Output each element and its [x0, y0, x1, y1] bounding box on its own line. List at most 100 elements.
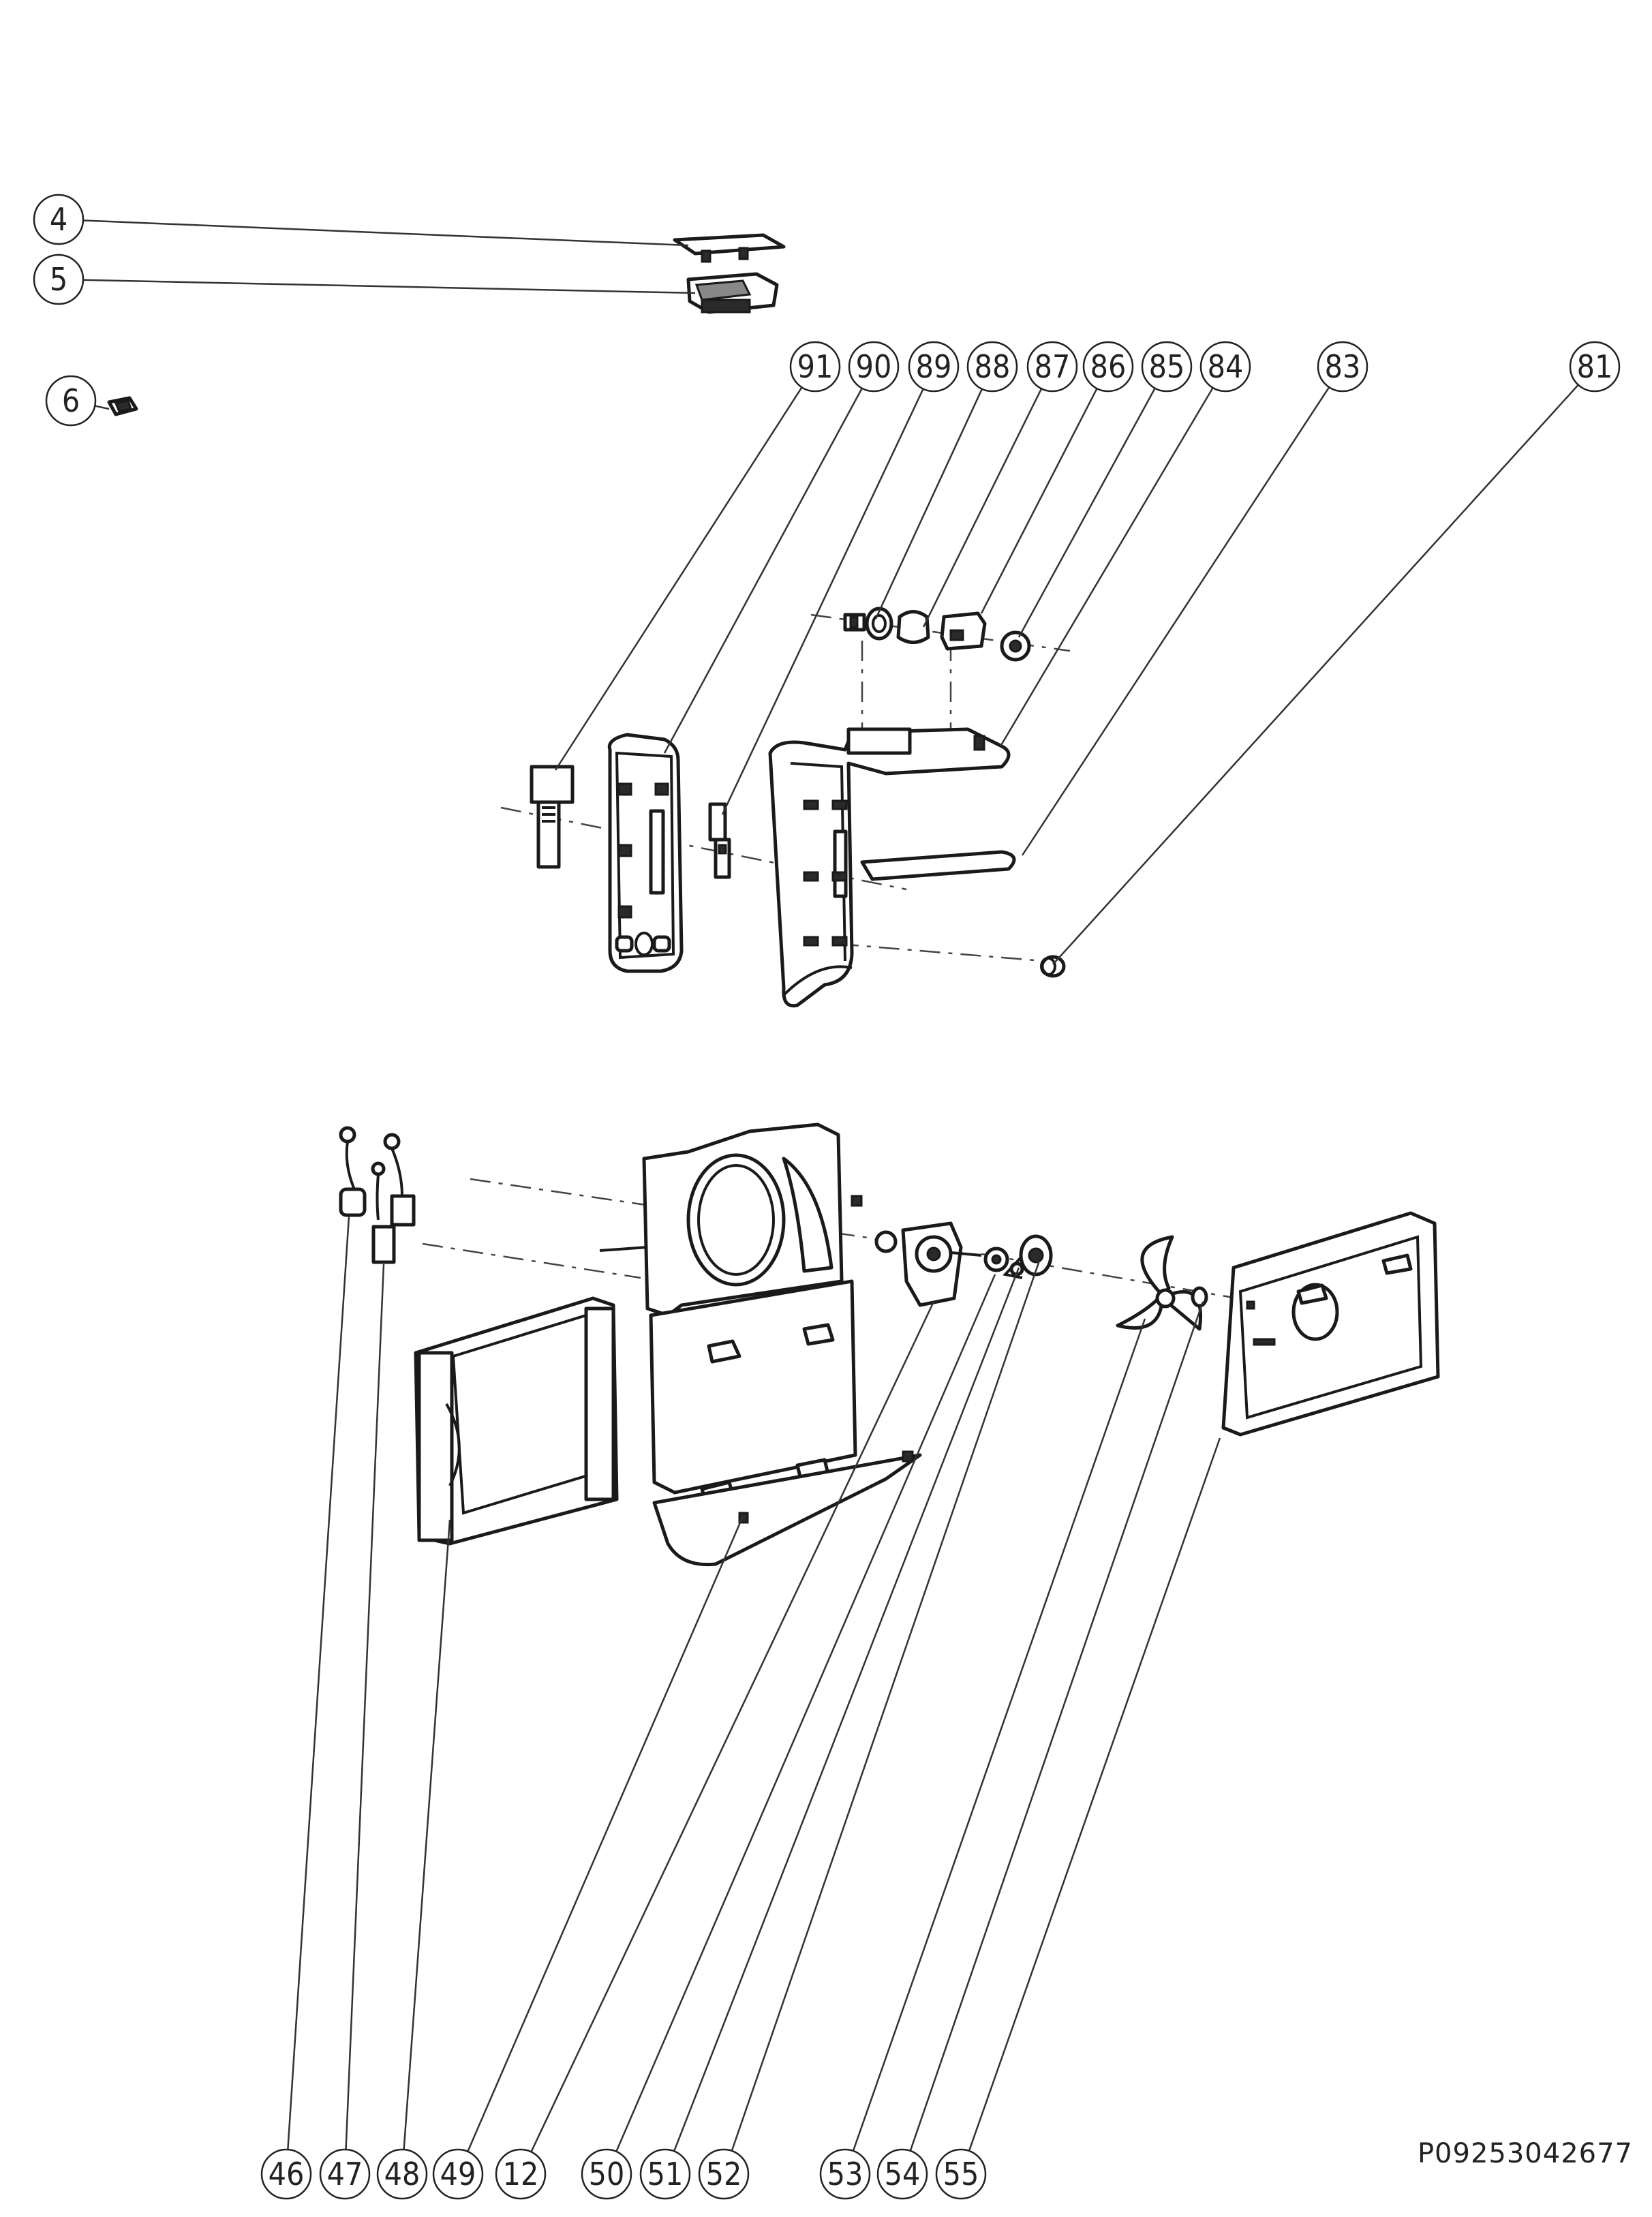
callout-84: 84 — [999, 341, 1251, 747]
part-6-small-clip — [107, 396, 138, 416]
callout-46: 46 — [260, 1216, 350, 2200]
part-87-ring — [865, 607, 893, 641]
callout-leader-line — [82, 279, 696, 294]
callout-number: 46 — [269, 2156, 305, 2192]
part-91-label — [530, 765, 575, 869]
callout-55: 55 — [935, 1437, 1221, 2200]
callout-leader-line — [467, 1516, 744, 2152]
callout-number: 48 — [384, 2156, 420, 2192]
callout-leader-line — [922, 388, 1043, 628]
callout-leader-line — [615, 1274, 996, 2152]
callout-86: 86 — [980, 341, 1134, 614]
callout-83: 83 — [1021, 341, 1368, 856]
callout-circle — [876, 2148, 928, 2200]
callout-number: 86 — [1090, 348, 1127, 385]
callout-circle — [966, 341, 1018, 393]
part-85-micro-switch — [940, 611, 987, 651]
callout-circle — [1026, 341, 1078, 393]
part-55-rear-cover — [1221, 1211, 1440, 1437]
callout-number: 53 — [827, 2156, 863, 2192]
part-88-shaft-pin — [843, 613, 866, 632]
callout-number: 47 — [327, 2156, 363, 2192]
callout-number: 90 — [856, 348, 892, 385]
callout-circle — [639, 2148, 691, 2200]
callout-leader-line — [82, 219, 689, 247]
callout-53: 53 — [819, 1318, 1146, 2200]
callout-circle — [789, 341, 841, 393]
callout-number: 87 — [1035, 348, 1071, 385]
callout-circle — [1082, 341, 1134, 393]
part-52-motor-bracket — [1003, 1234, 1053, 1279]
callout-52: 52 — [698, 1260, 1041, 2200]
part-53-fan-blade — [1116, 1235, 1202, 1331]
callout-leader-line — [287, 1216, 350, 2150]
part-5-housing-block — [686, 272, 779, 314]
callout-leader-line — [874, 388, 983, 620]
callout-circle — [33, 194, 85, 245]
assembly-axis-lines — [422, 613, 1336, 1317]
callout-circle — [33, 254, 85, 305]
callout-number: 52 — [706, 2156, 742, 2192]
callout-50: 50 — [581, 1274, 996, 2200]
callout-54: 54 — [876, 1301, 1204, 2200]
callout-number: 83 — [1325, 348, 1361, 385]
callout-5: 5 — [33, 254, 696, 305]
part-47-sensor-wire — [371, 1133, 416, 1264]
callout-leader-line — [1021, 386, 1330, 856]
callout-number: 81 — [1577, 348, 1613, 385]
callout-circle — [1569, 341, 1621, 393]
document-id: P09253042677 — [1417, 2138, 1633, 2169]
callout-51: 51 — [639, 1267, 1020, 2200]
part-81-small-button — [1040, 955, 1066, 978]
callout-number: 6 — [62, 382, 80, 419]
callout-leader-line — [909, 1301, 1204, 2152]
callout-49: 49 — [432, 1516, 744, 2200]
callout-leader-line — [663, 388, 863, 754]
callout-leader-line — [1052, 384, 1579, 965]
callout-number: 88 — [975, 348, 1011, 385]
callout-number: 85 — [1149, 348, 1185, 385]
part-84-gear — [1000, 630, 1031, 662]
callout-85: 85 — [1018, 341, 1193, 638]
callout-leader-line — [1018, 387, 1156, 638]
callout-circle — [908, 341, 960, 393]
callout-number: 12 — [503, 2156, 539, 2192]
part-12-fan-motor — [874, 1221, 982, 1307]
callout-leader-line — [94, 405, 110, 410]
callout-circle — [1199, 341, 1251, 393]
callout-number: 89 — [916, 348, 952, 385]
callout-circle — [581, 2148, 632, 2200]
callout-12: 12 — [495, 1301, 935, 2200]
callout-88: 88 — [874, 341, 1018, 620]
callout-leader-line — [731, 1260, 1041, 2152]
callout-81: 81 — [1052, 341, 1621, 965]
part-90-front-panel — [607, 733, 684, 973]
callout-number: 54 — [885, 2156, 921, 2192]
callout-91: 91 — [554, 341, 841, 771]
part-49-air-duct-housing — [599, 1122, 922, 1567]
callout-leader-line — [968, 1437, 1221, 2152]
callout-4: 4 — [33, 194, 689, 247]
part-54-nut — [1191, 1286, 1208, 1308]
part-50-bushing — [983, 1247, 1009, 1272]
callout-number: 84 — [1208, 348, 1244, 385]
callout-circle — [45, 375, 97, 427]
callout-leader-line — [673, 1267, 1020, 2152]
callout-circle — [319, 2148, 371, 2200]
callout-circle — [1141, 341, 1193, 393]
callout-circle — [935, 2148, 987, 2200]
callout-number: 5 — [50, 261, 67, 298]
callout-leader-line — [345, 1264, 385, 2150]
callout-circle — [819, 2148, 871, 2200]
callout-number: 91 — [797, 348, 833, 385]
part-46-sensor-wire — [339, 1126, 367, 1217]
part-86-cap — [896, 610, 930, 644]
callout-leader-line — [530, 1301, 935, 2152]
part-4-cover-plate — [673, 233, 786, 263]
callout-circle — [260, 2148, 312, 2200]
callout-48: 48 — [376, 1519, 451, 2200]
callout-circle — [698, 2148, 750, 2200]
callout-number: 51 — [647, 2156, 684, 2192]
